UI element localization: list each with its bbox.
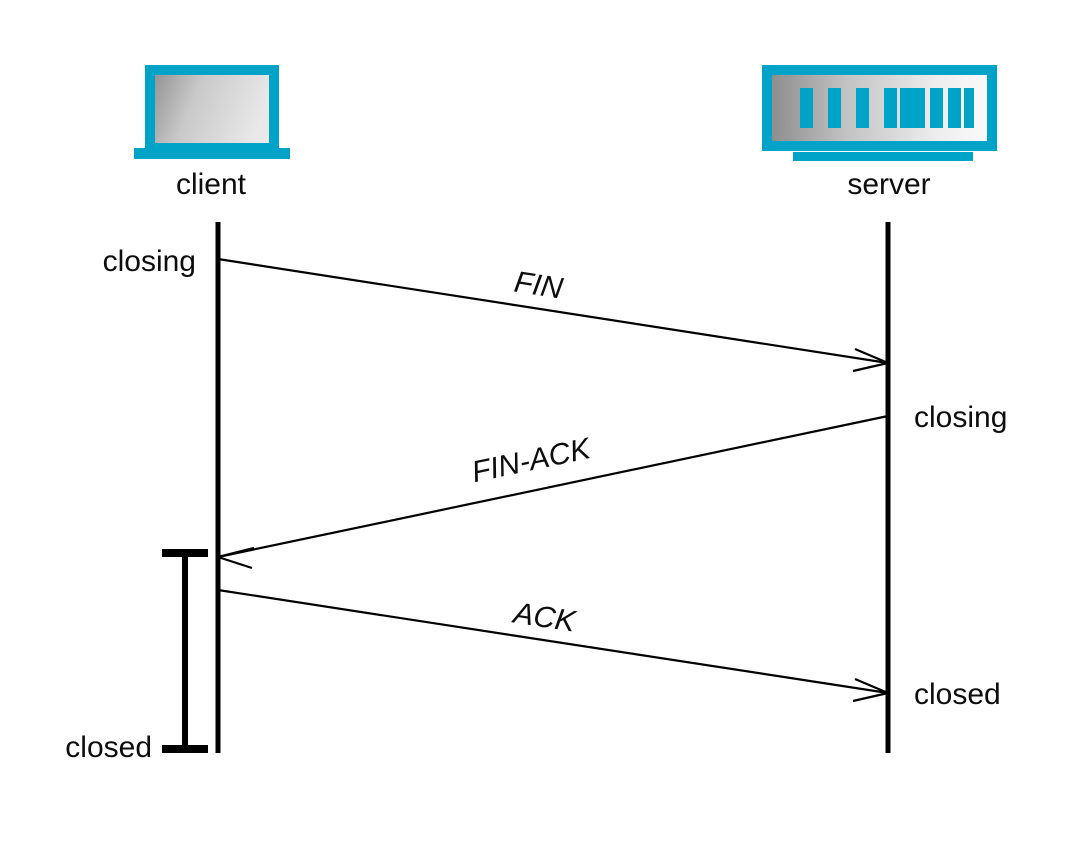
server-state-closing: closing [914, 401, 1007, 434]
client-state-closing: closing [103, 245, 196, 278]
ack-arrow-line [217, 588, 889, 695]
message-fin: FIN [217, 257, 889, 373]
server-state-closed: closed [914, 678, 1001, 711]
fin-arrow-head [852, 347, 889, 373]
message-fin-ack: FIN-ACK [217, 414, 889, 570]
laptop-icon [134, 65, 290, 159]
server-slot-bars [800, 88, 974, 128]
laptop-screen [150, 70, 274, 148]
client-label: client [176, 168, 247, 201]
ack-arrow-head [852, 677, 889, 703]
server-rack-icon [762, 65, 997, 161]
laptop-base [134, 148, 290, 159]
message-ack: ACK [217, 588, 889, 703]
server-label: server [847, 168, 930, 201]
ack-label: ACK [509, 596, 579, 639]
client-state-closed: closed [65, 731, 152, 764]
server-bezel [762, 65, 997, 151]
fin-arrow-line [217, 257, 889, 365]
server-base [793, 152, 973, 161]
time-wait-bracket [162, 549, 208, 753]
fin-ack-arrow-line [217, 414, 889, 559]
fin-ack-arrow-head [217, 546, 255, 570]
fin-label: FIN [512, 266, 565, 306]
